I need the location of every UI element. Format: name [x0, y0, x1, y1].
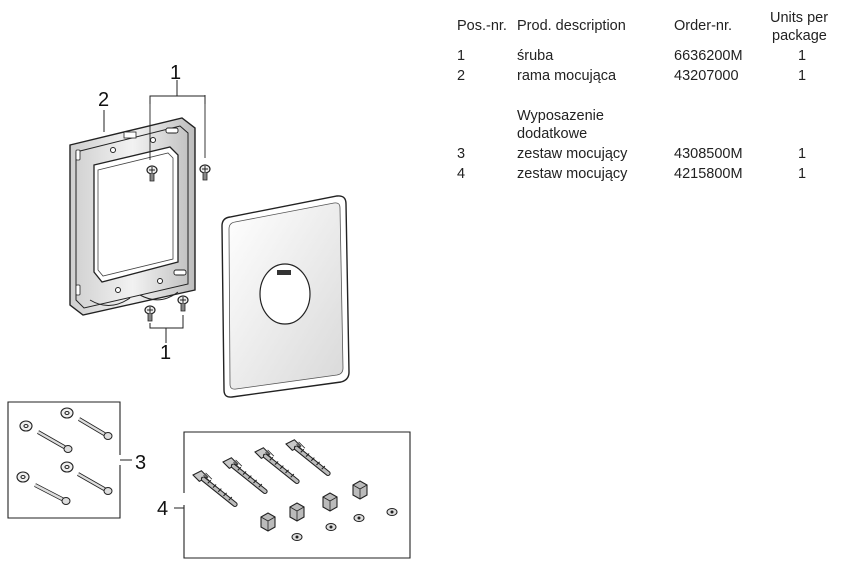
header-description: Prod. description: [517, 18, 626, 34]
callout-3: 3: [135, 452, 147, 474]
screw-top-right: [199, 164, 211, 181]
screw-bottom-left: [144, 305, 156, 322]
flush-plate: [221, 195, 350, 398]
callout-4: 4: [157, 498, 169, 520]
header-order: Order-nr.: [674, 18, 733, 34]
screw-bottom-right: [177, 295, 189, 312]
mounting-frame: [69, 117, 196, 316]
callout-1-top: 1: [170, 62, 182, 84]
header-units-line1: Units per: [770, 10, 829, 26]
header-pos: Pos.-nr.: [457, 18, 507, 34]
section-heading-line2: dodatkowe: [517, 126, 588, 142]
kit-3-box: [7, 401, 132, 519]
callout-2: 2: [98, 89, 110, 111]
callout-1-bottom: 1: [160, 342, 172, 364]
header-units-line2: package: [772, 28, 827, 44]
kit-4-box: [174, 431, 411, 559]
section-heading-line1: Wyposazenie: [517, 108, 604, 124]
